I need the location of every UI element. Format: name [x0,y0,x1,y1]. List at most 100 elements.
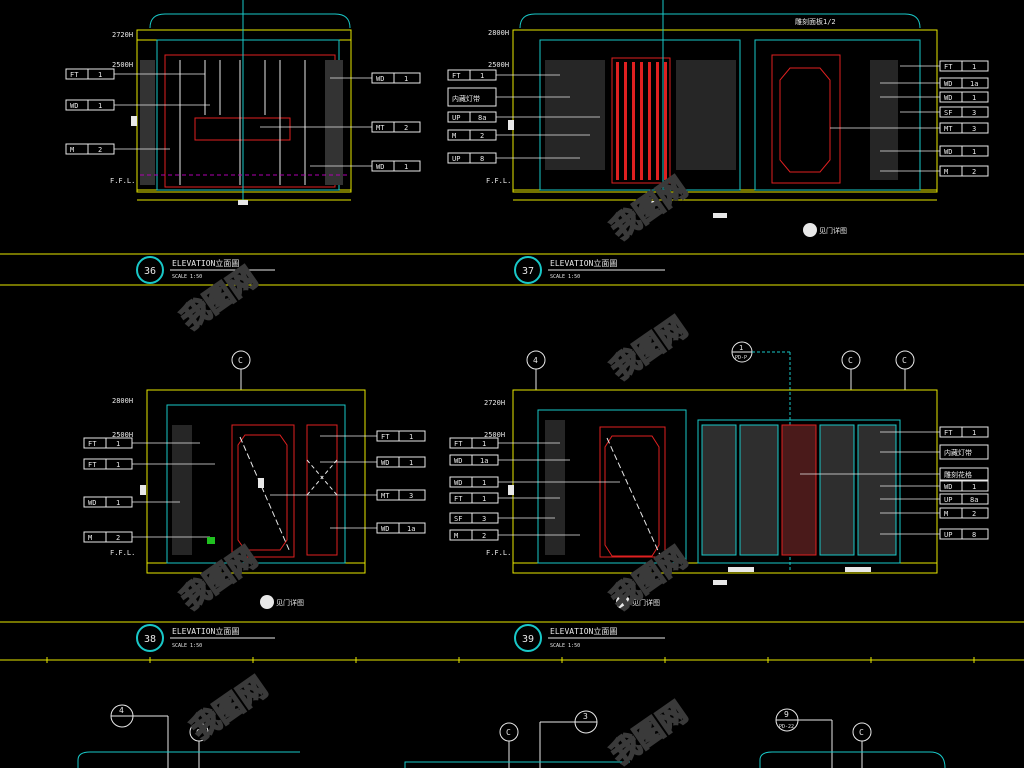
grid-bubble: 4 [533,356,538,365]
svg-text:1: 1 [98,102,102,110]
svg-text:8a: 8a [478,114,486,122]
svg-text:1: 1 [404,163,408,171]
svg-text:FT: FT [88,440,97,448]
title-block-38: 38 ELEVATION立面圖 SCALE 1:50 [136,624,275,652]
material-tag: FT 1 [939,426,989,438]
svg-text:FT: FT [70,71,79,79]
svg-text:MT: MT [376,124,385,132]
svg-text:C: C [196,728,201,737]
svg-text:2: 2 [972,168,976,176]
svg-text:FT: FT [944,63,953,71]
ffl-label: F.F.L. [110,177,135,185]
material-tag: WD 1a [939,77,989,89]
svg-text:我图网: 我图网 [175,261,263,336]
svg-text:MT: MT [944,125,953,133]
svg-text:8: 8 [972,531,976,539]
svg-text:MT: MT [381,492,390,500]
svg-text:9: 9 [784,710,789,719]
door-note: 见门详图 [632,598,660,607]
svg-text:FT: FT [454,440,463,448]
svg-text:1: 1 [972,63,976,71]
svg-text:FT: FT [381,433,390,441]
svg-text:FT: FT [452,72,461,80]
svg-text:M: M [452,132,456,140]
drawing-number: 38 [144,634,156,645]
drawing-title: ELEVATION立面圖 [550,258,617,268]
drawing-number: 37 [522,266,534,277]
svg-text:FT: FT [944,429,953,437]
ffl-label: F.F.L. [486,549,511,557]
drawing-number: 39 [522,634,534,645]
height-label: 2500H [112,61,133,69]
svg-text:1: 1 [739,344,743,352]
svg-text:M: M [70,146,74,154]
material-tag: FT 1 [83,437,133,449]
material-tag: 内藏灯带 [939,444,989,460]
svg-text:3: 3 [972,109,976,117]
drawing-title: ELEVATION立面圖 [172,626,239,636]
svg-text:1: 1 [480,72,484,80]
svg-text:WD: WD [376,75,384,83]
elevation-39: 4 C C 1 PD-P 2720H 2500H F.F.L. [449,341,989,609]
material-tag: WD 1 [65,99,115,111]
svg-text:WD: WD [944,483,952,491]
svg-text:8a: 8a [970,496,978,504]
height-label: 2800H [488,29,509,37]
title-block-37: 37 ELEVATION立面圖 SCALE 1:50 [514,256,665,284]
svg-text:WD: WD [944,80,952,88]
svg-text:UP: UP [452,114,460,122]
svg-text:PD-P: PD-P [735,355,747,361]
height-label: 2800H [112,397,133,405]
material-tag: FT 1 [449,492,499,504]
svg-text:2: 2 [482,532,486,540]
svg-text:3: 3 [972,125,976,133]
svg-text:2: 2 [480,132,484,140]
drawing-title: ELEVATION立面圖 [172,258,239,268]
material-tag: FT 1 [447,69,497,81]
svg-text:8: 8 [480,155,484,163]
ffl-label: F.F.L. [486,177,511,185]
svg-text:WD: WD [70,102,78,110]
material-tag: UP 8a [447,111,497,123]
svg-text:2: 2 [98,146,102,154]
svg-text:1: 1 [482,495,486,503]
svg-text:内藏灯带: 内藏灯带 [452,94,480,103]
svg-text:1: 1 [116,461,120,469]
drawing-scale: SCALE 1:50 [550,274,580,280]
material-tag: 雕刻花格 [939,467,989,481]
bottom-markers: 4 C C 3 9 PD-22 C [77,704,946,768]
height-label: 2500H [484,431,505,439]
svg-text:FT: FT [454,495,463,503]
top-note: 雕刻面板1/2 [795,17,836,26]
material-tag: 内藏灯带 [447,87,497,107]
svg-text:1: 1 [972,429,976,437]
svg-text:我图网: 我图网 [185,671,273,746]
svg-text:1: 1 [116,440,120,448]
svg-text:M: M [944,510,948,518]
drawing-scale: SCALE 1:50 [172,643,202,649]
drawing-number: 36 [144,266,156,277]
svg-text:1: 1 [409,459,413,467]
svg-text:3: 3 [482,515,486,523]
drawing-scale: SCALE 1:50 [550,643,580,649]
height-label: 2500H [488,61,509,69]
svg-text:1a: 1a [970,80,978,88]
svg-text:1: 1 [98,71,102,79]
svg-text:WD: WD [944,94,952,102]
svg-text:1: 1 [409,433,413,441]
